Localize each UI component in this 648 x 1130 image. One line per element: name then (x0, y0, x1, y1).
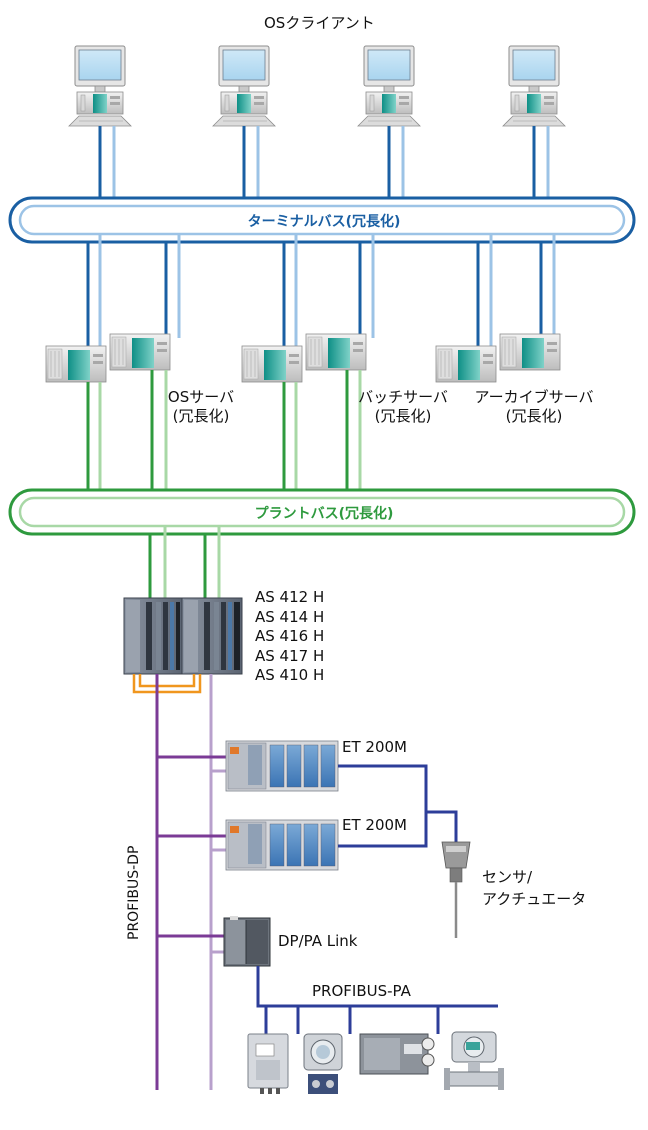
sensor-actuator-label: センサ/ アクチュエータ (482, 866, 586, 910)
plant-bus-label: プラントバス(冗長化) (254, 506, 394, 522)
os-client-pc-3 (357, 45, 421, 127)
os-client-pc-2 (212, 45, 276, 127)
profibus-dp-label: PROFIBUS-DP (126, 845, 142, 940)
os-server-label: OSサーバ (冗長化) (156, 388, 246, 426)
os-server-label-line2: (冗長化) (172, 406, 230, 425)
terminal-bus (8, 196, 636, 244)
client-links (98, 126, 550, 216)
os-clients-label: OSクライアント (264, 14, 375, 32)
et200m-module-1 (225, 740, 339, 792)
positioner (359, 1033, 435, 1075)
as-model-3: AS 416 H (255, 627, 325, 645)
os-client-pc-4 (502, 45, 566, 127)
server-terminal-links (86, 234, 556, 352)
terminal-bus-label: ターミナルバス(冗長化) (247, 214, 401, 230)
dp-pa-link-label: DP/PA Link (278, 932, 358, 950)
profibus-dp-lines (155, 674, 226, 1090)
as-model-1: AS 412 H (255, 588, 325, 606)
batch-server-label: バッチサーバ (冗長化) (350, 388, 456, 426)
et200m-module-2 (225, 819, 339, 871)
et200m-label-2: ET 200M (342, 816, 407, 834)
controller-plant-links (148, 526, 221, 600)
et200m-label-1: ET 200M (342, 738, 407, 756)
as-model-2: AS 414 H (255, 607, 325, 626)
sensor-actuator (441, 841, 471, 938)
profibus-pa-label: PROFIBUS-PA (312, 982, 411, 1000)
sync-link (132, 674, 202, 694)
as-model-5: AS 410 H (255, 666, 325, 684)
field-device-1 (247, 1033, 289, 1094)
batch-server-label-line1: バッチサーバ (358, 388, 448, 406)
sensor-label-line1: センサ/ (482, 868, 533, 886)
archive-server-pair (435, 333, 561, 383)
profibus-pa-line (256, 966, 498, 1034)
os-client-pc-1 (68, 45, 132, 127)
batch-server-label-line2: (冗長化) (374, 406, 432, 425)
flowmeter (444, 1031, 504, 1090)
et200m-sensor-links (338, 764, 458, 848)
archive-server-label-line1: アーカイブサーバ (474, 388, 594, 406)
plant-bus (8, 488, 636, 536)
server-plant-links (86, 370, 362, 500)
archive-server-label-line2: (冗長化) (505, 406, 563, 425)
redundant-controller (123, 597, 243, 675)
transmitter (303, 1033, 343, 1094)
as-model-4: AS 417 H (255, 646, 325, 665)
archive-server-label: アーカイブサーバ (冗長化) (464, 388, 604, 426)
as-model-list: AS 412 H AS 414 H AS 416 H AS 417 H AS 4… (255, 588, 324, 686)
os-server-label-line1: OSサーバ (167, 388, 235, 406)
dp-pa-link (223, 916, 271, 967)
sensor-label-line2: アクチュエータ (482, 890, 587, 908)
